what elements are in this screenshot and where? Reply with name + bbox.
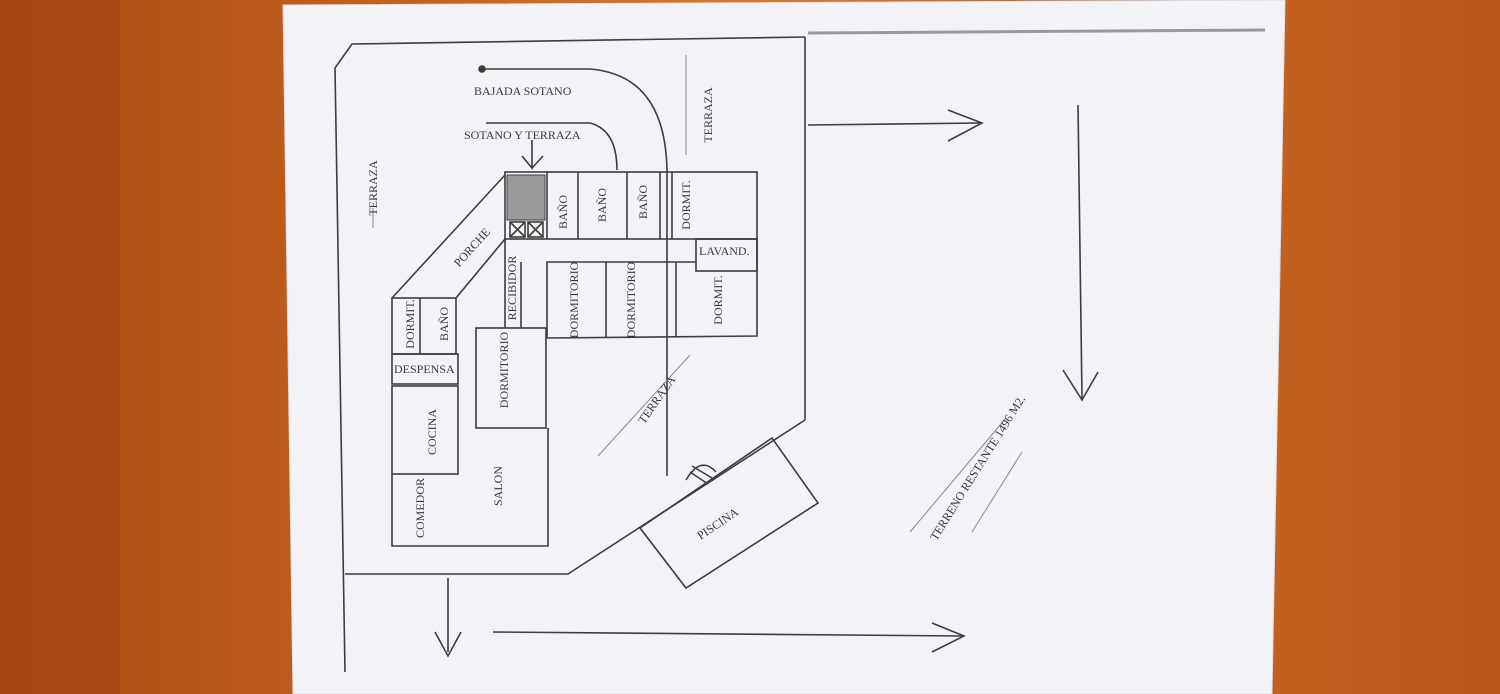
table-shadow <box>0 0 120 694</box>
dormitorio-left-room <box>475 327 547 429</box>
label-bano-4: BAÑO <box>437 307 451 341</box>
guide-terreno-1 <box>909 417 1007 533</box>
arrow-down-left-head <box>434 631 462 658</box>
pool-step-2 <box>689 471 709 485</box>
guide-lines <box>372 55 1023 533</box>
stair-hatch <box>506 174 546 221</box>
label-bano-3: BAÑO <box>636 185 650 219</box>
label-lavand: LAVAND. <box>699 244 750 258</box>
label-cocina: COCINA <box>425 409 439 455</box>
property-bottom <box>345 419 806 575</box>
arrow-right-top <box>807 122 981 126</box>
pool-step-1 <box>691 465 713 479</box>
porche-inner <box>455 238 506 299</box>
arrow-right-bottom <box>492 631 963 637</box>
paper-sheet <box>282 0 1286 694</box>
top-wing <box>504 171 758 240</box>
label-sotano-terraza: SOTANO Y TERRAZA <box>464 128 581 142</box>
label-comedor: COMEDOR <box>413 478 427 538</box>
stair-box-x <box>509 221 544 238</box>
guide-terreno-2 <box>971 451 1023 533</box>
label-bano-1: BAÑO <box>556 195 570 229</box>
label-bajada-sotano: BAJADA SOTANO <box>474 84 572 98</box>
stair-curve-outer <box>482 68 668 476</box>
pool-steps <box>685 464 717 481</box>
label-salon: SALON <box>491 466 505 506</box>
label-dormit-left: DORMIT. <box>403 299 417 348</box>
arrow-down-right-head <box>1062 369 1099 402</box>
stair-curve-inner <box>486 122 618 171</box>
entrance-arrow <box>521 140 544 171</box>
stair-box-1 <box>509 221 526 238</box>
middle-wing-outline <box>546 239 758 339</box>
despensa-room <box>391 353 459 385</box>
pool <box>638 436 820 590</box>
porche-outer <box>391 174 506 299</box>
property-outline <box>334 36 806 673</box>
label-bano-2: BAÑO <box>595 188 609 222</box>
label-recibidor: RECIBIDOR <box>505 256 519 321</box>
paper-top-edge <box>807 28 1266 35</box>
label-dormit-right: DORMIT. <box>711 275 725 324</box>
arrow-down-right <box>1077 104 1083 399</box>
label-dormitorio-3: DORMITORIO <box>497 331 511 408</box>
label-dormitorio-1: DORMITORIO <box>567 261 581 338</box>
stair-box-2 <box>527 221 544 238</box>
label-terraza-left: TERRAZA <box>366 160 380 216</box>
cocina-room <box>391 385 459 475</box>
arrow-right-bottom-head <box>931 622 966 653</box>
pool-outline <box>638 436 820 590</box>
label-despensa: DESPENSA <box>394 362 455 376</box>
label-dormit-top: DORMIT. <box>679 180 693 229</box>
arrow-right-top-head <box>947 109 984 142</box>
label-terraza-top: TERRAZA <box>701 87 715 143</box>
label-dormitorio-2: DORMITORIO <box>624 261 638 338</box>
plan-drawing <box>334 36 1099 673</box>
guide-terraza-1 <box>597 354 691 457</box>
stair-dot <box>478 65 486 73</box>
salon-outline <box>391 428 549 547</box>
